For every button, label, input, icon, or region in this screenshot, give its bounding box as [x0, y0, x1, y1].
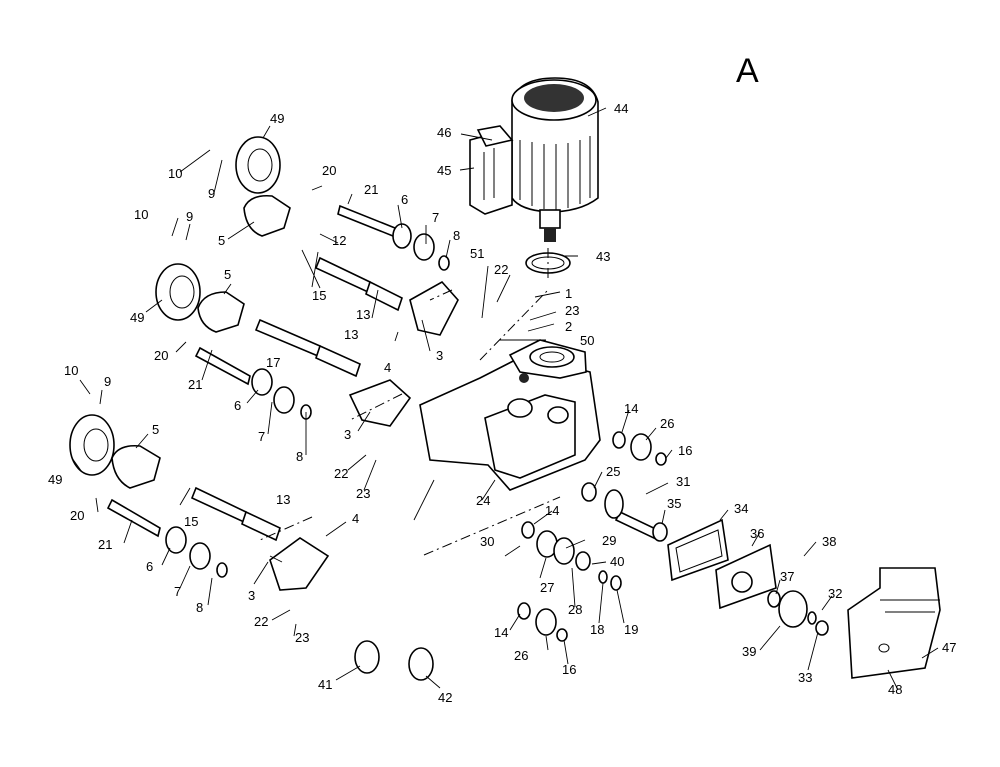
gearbox-housing — [419, 339, 601, 491]
callout-label: 3 — [344, 427, 351, 442]
callout-label: 23 — [295, 630, 309, 645]
callout-label: 22 — [494, 262, 508, 277]
sprockets — [354, 431, 829, 681]
callout-label: 47 — [942, 640, 956, 655]
callout-label: 21 — [364, 182, 378, 197]
callout-label: 26 — [514, 648, 528, 663]
callout-label: 34 — [734, 501, 748, 516]
callout-label: 23 — [565, 303, 579, 318]
callout-label: 45 — [437, 163, 451, 178]
callout-label: 13 — [356, 307, 370, 322]
callout-label: 6 — [146, 559, 153, 574]
callout-label: 27 — [540, 580, 554, 595]
callout-label: 5 — [224, 267, 231, 282]
callout-label: 16 — [562, 662, 576, 677]
callout-label: 39 — [742, 644, 756, 659]
callout-label: 20 — [70, 508, 84, 523]
callout-label: 9 — [208, 186, 215, 201]
callout-label: 36 — [750, 526, 764, 541]
callout-label: 49 — [48, 472, 62, 487]
callout-label: 7 — [258, 429, 265, 444]
callout-label: 28 — [568, 602, 582, 617]
callout-label: 15 — [184, 514, 198, 529]
callout-label: 21 — [188, 377, 202, 392]
callout-label: 49 — [130, 310, 144, 325]
callout-label: 10 — [168, 166, 182, 181]
callout-label: 6 — [234, 398, 241, 413]
callout-label: 21 — [98, 537, 112, 552]
callout-label: 16 — [678, 443, 692, 458]
callout-label: 18 — [590, 622, 604, 637]
callout-label: 7 — [174, 584, 181, 599]
leader-lines — [71, 107, 939, 691]
callout-label: 10 — [134, 207, 148, 222]
callout-label: 29 — [602, 533, 616, 548]
callout-label: 33 — [798, 670, 812, 685]
main-shaft — [581, 482, 668, 542]
roller-assembly-bottom — [69, 414, 330, 591]
callout-label: 4 — [352, 511, 359, 526]
callout-label: 40 — [610, 554, 624, 569]
callout-label: 19 — [624, 622, 638, 637]
callout-label: 35 — [667, 496, 681, 511]
callout-label: 4 — [384, 360, 391, 375]
callout-label: 8 — [196, 600, 203, 615]
callout-label: 43 — [596, 249, 610, 264]
callout-label: 46 — [437, 125, 451, 140]
callout-labels: 1233344555666777888999101010121313131414… — [48, 101, 956, 705]
callout-label: 13 — [276, 492, 290, 507]
callout-label: 20 — [322, 163, 336, 178]
callout-label: 32 — [828, 586, 842, 601]
callout-label: 14 — [624, 401, 638, 416]
callout-label: 22 — [254, 614, 268, 629]
callout-label: 49 — [270, 111, 284, 126]
callout-label: 15 — [312, 288, 326, 303]
cover-plates — [667, 518, 941, 679]
callout-label: 12 — [332, 233, 346, 248]
callout-label: 50 — [580, 333, 594, 348]
callout-label: 41 — [318, 677, 332, 692]
callout-label: 30 — [480, 534, 494, 549]
callout-label: 9 — [104, 374, 111, 389]
roller-assembly-top — [235, 136, 459, 336]
callout-label: 8 — [296, 449, 303, 464]
callout-label: 20 — [154, 348, 168, 363]
callout-label: 3 — [248, 588, 255, 603]
callout-label: 10 — [64, 363, 78, 378]
callout-label: 48 — [888, 682, 902, 697]
callout-label: 25 — [606, 464, 620, 479]
center-lines — [259, 248, 561, 556]
callout-label: 7 — [432, 210, 439, 225]
diagram-letter: A — [736, 52, 759, 90]
callout-label: 37 — [780, 569, 794, 584]
callout-label: 51 — [470, 246, 484, 261]
callout-label: 9 — [186, 209, 193, 224]
callout-label: 3 — [436, 348, 443, 363]
callout-label: 24 — [476, 493, 490, 508]
callout-label: 14 — [494, 625, 508, 640]
callout-label: 8 — [453, 228, 460, 243]
callout-label: 38 — [822, 534, 836, 549]
callout-label: 14 — [545, 503, 559, 518]
callout-label: 6 — [401, 192, 408, 207]
callout-label: 42 — [438, 690, 452, 705]
callout-label: 22 — [334, 466, 348, 481]
callout-label: 5 — [218, 233, 225, 248]
callout-label: 5 — [152, 422, 159, 437]
callout-label: 1 — [565, 286, 572, 301]
callout-label: 23 — [356, 486, 370, 501]
callout-label: 13 — [344, 327, 358, 342]
callout-label: 26 — [660, 416, 674, 431]
callout-label: 2 — [565, 319, 572, 334]
callout-label: 17 — [266, 355, 280, 370]
callout-label: 44 — [614, 101, 628, 116]
callout-label: 31 — [676, 474, 690, 489]
motor-assembly — [469, 77, 599, 274]
